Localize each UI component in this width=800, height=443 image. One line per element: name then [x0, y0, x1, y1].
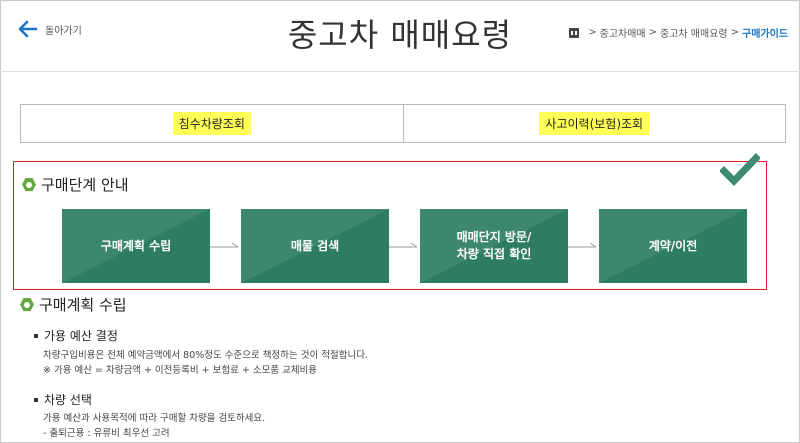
square-bullet-icon [34, 397, 38, 402]
vehicle-description: 가용 예산과 사용목적에 따라 구매할 차량을 검토하세요. [43, 413, 266, 424]
step-label: 구매계획 수립 [100, 238, 172, 253]
step-arrow-icon [568, 242, 597, 248]
breadcrumb-separator: > [730, 27, 739, 38]
steps-highlight-box [13, 161, 767, 290]
breadcrumb-item-used-car-trade[interactable]: 중고차매매 [599, 29, 646, 40]
arrow-left-icon [18, 20, 38, 38]
step-arrow-icon [210, 242, 239, 248]
step-label: 매매단지 방문/ 차량 직접 확인 [456, 230, 532, 261]
plan-section-title-text: 구매계획 수립 [39, 296, 127, 314]
steps-section-title: 구매단계 안내 [22, 174, 129, 195]
plan-section-title: 구매계획 수립 [20, 294, 127, 315]
page-title: 중고차 매매요령 [287, 16, 513, 54]
header-divider [0, 71, 800, 72]
budget-description: 차량구입비용은 전체 예약금액에서 80%정도 수준으로 책정하는 것이 적절합… [43, 350, 368, 361]
steps-section-title-text: 구매단계 안내 [41, 176, 129, 194]
hexagon-bullet-icon [22, 177, 36, 192]
breadcrumb-item-current[interactable]: 구매가이드 [742, 29, 788, 40]
breadcrumb-separator: > [588, 27, 597, 38]
back-button[interactable]: 돌아가기 [18, 20, 82, 38]
vehicle-subtitle-text: 차량 선택 [44, 393, 92, 407]
home-icon[interactable] [569, 27, 580, 38]
square-bullet-icon [34, 333, 38, 338]
accident-history-lookup-label: 사고이력(보험)조회 [539, 112, 650, 135]
step-listing-search[interactable]: 매물 검색 [241, 209, 389, 283]
step-label: 계약/이전 [648, 238, 698, 253]
breadcrumb: > 중고차매매 > 중고차 매매요령 > 구매가이드 [569, 25, 788, 40]
back-label: 돌아가기 [45, 25, 82, 37]
breadcrumb-separator: > [648, 27, 658, 38]
budget-subtitle-text: 가용 예산 결정 [44, 329, 118, 343]
hexagon-bullet-icon [20, 297, 34, 312]
checkmark-icon [720, 153, 760, 187]
accident-history-lookup-button[interactable]: 사고이력(보험)조회 [402, 105, 786, 142]
budget-subtitle: 가용 예산 결정 [34, 327, 118, 344]
step-contract-transfer[interactable]: 계약/이전 [599, 209, 747, 283]
flood-car-lookup-button[interactable]: 침수차량조회 [21, 105, 403, 142]
lookup-bar: 침수차량조회 사고이력(보험)조회 [20, 104, 786, 143]
step-label: 매물 검색 [290, 238, 340, 253]
vehicle-commute-note: - 출퇴근용 : 유류비 최우선 고려 [43, 428, 170, 439]
vehicle-subtitle: 차량 선택 [34, 391, 92, 408]
breadcrumb-item-trade-guide[interactable]: 중고차 매매요령 [660, 29, 728, 40]
flood-car-lookup-label: 침수차량조회 [172, 112, 251, 135]
step-arrow-icon [389, 242, 418, 248]
budget-formula: ※ 가용 예산 = 차량금액 + 이전등록비 + 보험료 + 소모품 교체비용 [43, 365, 318, 376]
step-dealer-visit[interactable]: 매매단지 방문/ 차량 직접 확인 [420, 209, 568, 283]
step-purchase-plan[interactable]: 구매계획 수립 [62, 209, 210, 283]
